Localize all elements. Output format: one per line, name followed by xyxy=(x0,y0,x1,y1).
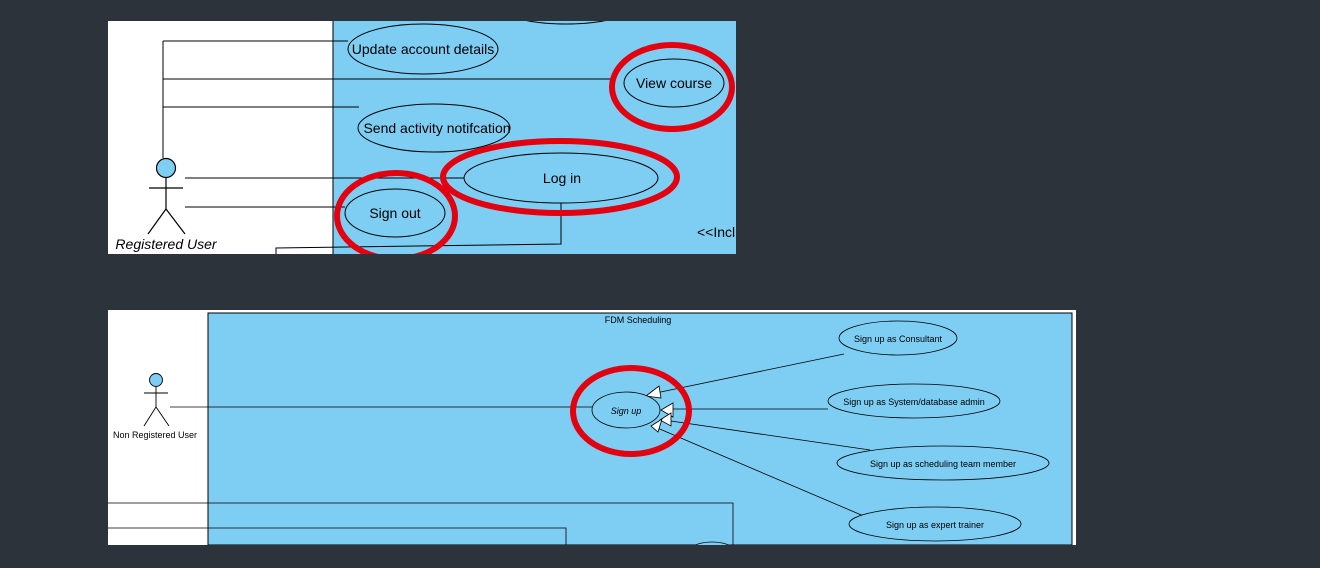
label-sign-up: Sign up xyxy=(611,406,642,416)
actor-non-registered-user-label: Non Registered User xyxy=(113,430,197,440)
use-case-sign-up-expert-trainer[interactable] xyxy=(848,506,1022,542)
use-case-cropped-bottom xyxy=(694,541,730,545)
use-case-sign-up-consultant[interactable] xyxy=(838,320,958,356)
use-case-sign-up-scheduling-team[interactable] xyxy=(836,445,1050,481)
label-update-account: Update account details xyxy=(352,41,494,57)
actor-registered-user-label: Registered User xyxy=(115,236,217,252)
include-connector xyxy=(275,203,562,254)
highlight-log-in xyxy=(440,138,680,216)
use-case-cropped-top xyxy=(526,21,606,25)
registered-user-diagram: Update account details View course Send … xyxy=(108,21,736,254)
use-case-sign-up[interactable] xyxy=(591,391,661,429)
system-title: FDM Scheduling xyxy=(605,315,672,325)
non-registered-user-diagram: FDM Scheduling xyxy=(108,310,1076,545)
connector-lower-1 xyxy=(108,502,734,545)
generalization-scheduling-team xyxy=(663,419,871,451)
generalization-expert-trainer xyxy=(654,426,867,518)
label-sign-up-expert-trainer: Sign up as expert trainer xyxy=(886,520,984,530)
association-lines xyxy=(162,40,616,254)
label-sign-up-consultant: Sign up as Consultant xyxy=(854,334,943,344)
label-view-course: View course xyxy=(636,75,712,91)
include-stereotype: <<Incl xyxy=(697,224,735,240)
use-case-log-in[interactable] xyxy=(463,152,659,204)
highlight-sign-out xyxy=(334,170,458,254)
label-log-in: Log in xyxy=(543,170,581,186)
highlight-sign-up xyxy=(570,365,692,457)
use-case-sign-up-sysadmin[interactable] xyxy=(827,383,1001,419)
highlight-annotations xyxy=(334,42,735,254)
arrowhead-expert-trainer xyxy=(650,418,663,433)
actor-non-registered-user-icon xyxy=(143,373,170,427)
label-send-notification: Send activity notifcation xyxy=(363,120,510,136)
generalization-arrowheads xyxy=(644,385,674,433)
actor-registered-user-icon xyxy=(147,157,186,235)
label-sign-out: Sign out xyxy=(369,205,420,221)
relationship-lines xyxy=(108,353,871,545)
use-case-update-account[interactable] xyxy=(347,23,499,75)
highlight-view-course xyxy=(609,42,735,132)
use-case-send-notification[interactable] xyxy=(357,103,511,153)
use-case-sign-out[interactable] xyxy=(344,188,446,238)
arrowhead-scheduling-team xyxy=(659,412,672,427)
connector-lower-2 xyxy=(108,527,567,545)
arrowhead-consultant xyxy=(644,385,662,399)
label-sign-up-sysadmin: Sign up as System/database admin xyxy=(843,397,985,407)
label-sign-up-scheduling-team: Sign up as scheduling team member xyxy=(870,459,1016,469)
use-case-view-course[interactable] xyxy=(623,58,725,108)
